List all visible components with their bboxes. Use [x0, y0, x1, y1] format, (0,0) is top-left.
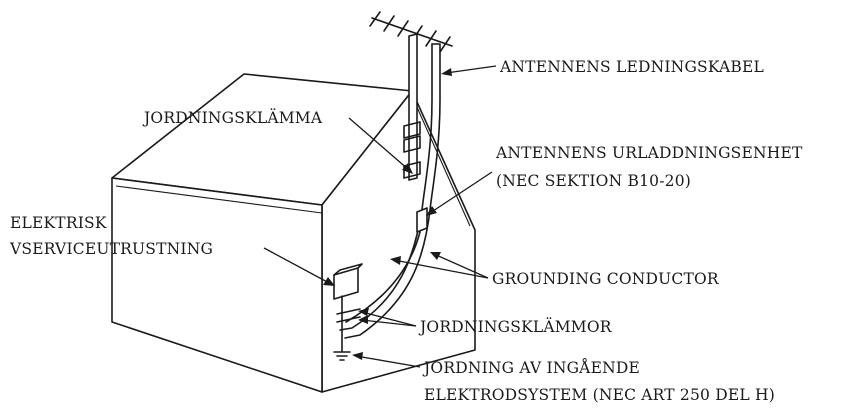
leader-grounding-conductor	[393, 259, 489, 279]
leader-electric-service	[263, 247, 332, 285]
antenna-element	[397, 20, 409, 37]
leader-grounding-conductor	[433, 253, 489, 279]
label-grounding-conductor: GROUNDING CONDUCTOR	[492, 270, 720, 288]
antenna-element	[383, 15, 395, 32]
label-ground-clamp: JORDNINGSKLÄMMA	[142, 109, 323, 127]
arrowhead	[358, 308, 369, 316]
antenna-element	[439, 36, 451, 53]
grounding-conductor-wire	[345, 231, 421, 323]
label-electrode-system-nec: ELEKTRODSYSTEM (NEC ART 250 DEL H)	[424, 386, 775, 404]
label-electrode-system: JORDNING AV INGÅENDE	[422, 359, 640, 377]
mast-clamp	[403, 161, 421, 179]
arrowhead	[352, 352, 363, 360]
label-electric: ELEKTRISK	[10, 214, 107, 232]
house-front-wall	[111, 177, 323, 393]
leader-discharge-unit	[429, 171, 493, 214]
leaders	[263, 65, 497, 368]
arrowhead	[402, 163, 413, 174]
ground-clamp	[336, 316, 361, 323]
label-ground-clamps: JORDNINGSKLÄMMOR	[418, 318, 613, 336]
arrowhead	[323, 277, 335, 286]
leader-antenna-lead	[445, 65, 497, 74]
label-discharge-unit-section: (NEC SEKTION B10-20)	[496, 172, 691, 190]
label-antenna-lead: ANTENNENS LEDNINGSKABEL	[499, 58, 764, 76]
arrowhead	[441, 68, 452, 76]
leader-electrode-system	[355, 355, 421, 368]
leader-ground-clamp	[348, 117, 410, 171]
mast-clamp	[403, 121, 421, 139]
electrical-service-box	[333, 267, 359, 300]
discharge-unit	[416, 207, 428, 233]
label-service-equipment: VSERVICEUTRUSTNING	[9, 240, 213, 258]
arrowhead	[430, 252, 441, 260]
labels: ANTENNENS LEDNINGSKABEL JORDNINGSKLÄMMA …	[9, 58, 803, 404]
gable-trim	[411, 95, 471, 227]
roof-fascia	[115, 185, 323, 214]
arrowhead	[358, 315, 368, 324]
antenna-element	[369, 11, 381, 27]
mast-clamp	[403, 135, 421, 153]
label-discharge-unit: ANTENNENS URLADDNINGSENHET	[495, 144, 803, 162]
antenna	[333, 11, 453, 361]
arrowhead	[426, 206, 437, 216]
antenna-element	[425, 30, 437, 47]
antenna-boom	[371, 17, 453, 47]
leader-ground-clamps	[361, 319, 417, 327]
arrowhead	[390, 256, 401, 265]
house-drawing	[111, 73, 476, 393]
antenna-mast	[408, 33, 418, 181]
ground-clamp	[336, 308, 361, 315]
leader-ground-clamps	[361, 311, 417, 327]
service-box-top	[333, 263, 363, 276]
